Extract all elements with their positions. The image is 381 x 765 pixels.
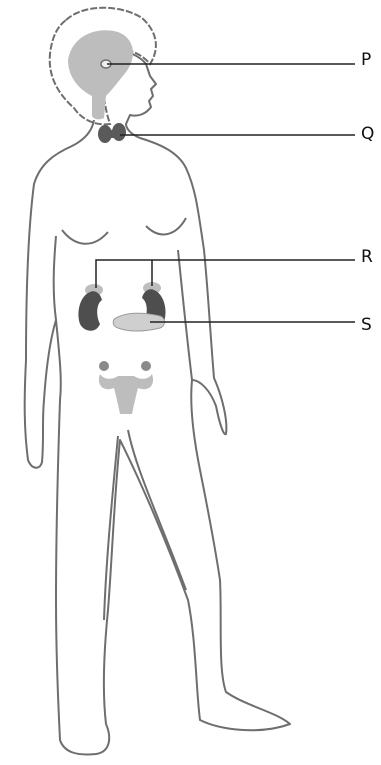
leader-line-r [96,260,355,288]
kidney-left [78,291,102,330]
right-arm-inner [178,250,192,380]
left-leg-inner [104,436,118,620]
thyroid-gland [98,123,126,143]
chest-outline [62,218,186,244]
brain-region [68,30,133,119]
ovary-right [141,361,151,371]
uterus [99,374,153,414]
left-arm-inner [54,236,56,320]
label-q: Q [361,126,374,143]
leg-inner [128,430,186,590]
ovary-left [99,361,109,371]
body-outline [25,120,290,754]
label-p: P [361,52,371,69]
label-r: R [361,249,373,266]
label-s: S [361,317,372,334]
